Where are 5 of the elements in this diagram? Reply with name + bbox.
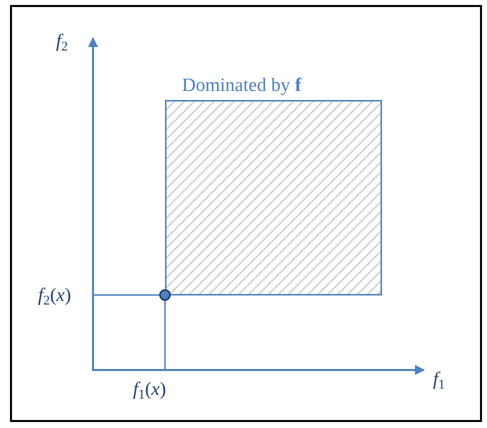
axis-label: f$_{2}$ (56, 32, 68, 53)
region-label: Dominated by f (182, 76, 302, 97)
tick-label: f$_{2}$(x) (38, 286, 72, 307)
axis-label: f$_{1}$ (433, 370, 445, 391)
tick-label: f$_{1}$(x) (133, 380, 166, 401)
